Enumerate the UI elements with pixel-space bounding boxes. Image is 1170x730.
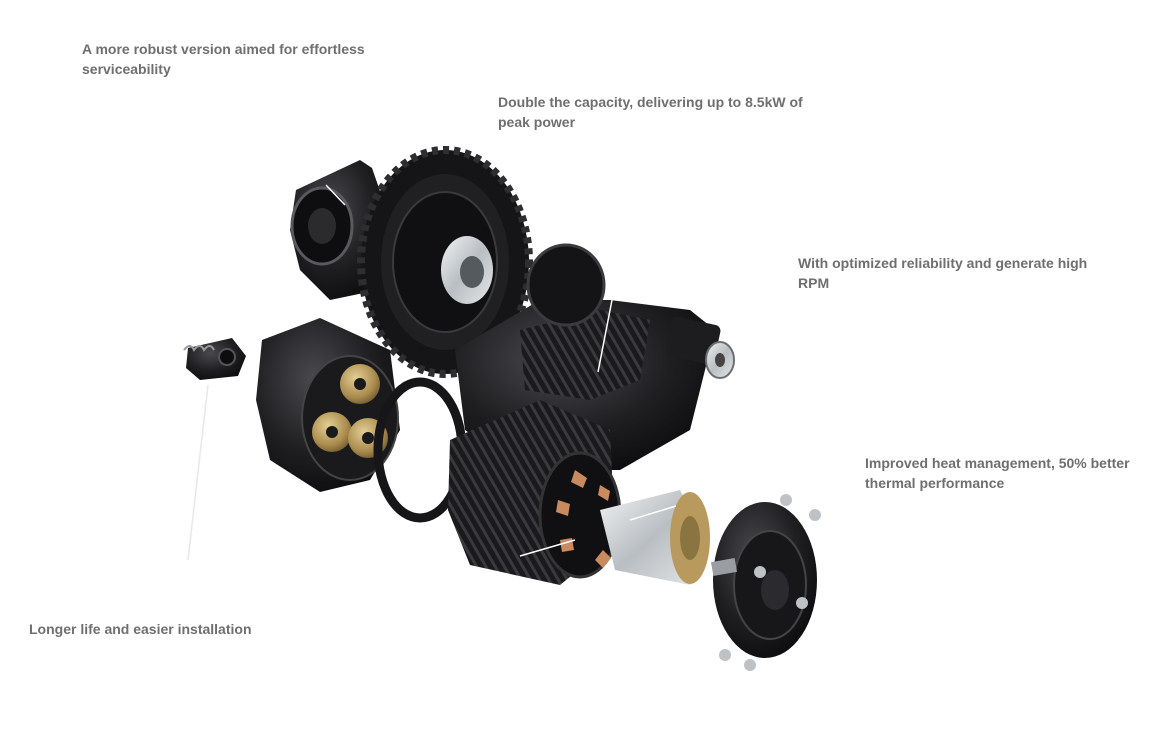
chainring: [357, 146, 533, 378]
callout-serviceability: A more robust version aimed for effortle…: [82, 41, 365, 77]
callout-heat-management: Improved heat management, 50% better the…: [865, 455, 1130, 491]
stator-windings: [556, 470, 611, 568]
callout-installation: Longer life and easier installation: [29, 621, 252, 637]
callout-reliability: With optimized reliability and generate …: [798, 255, 1088, 291]
end-cover-plate: [710, 494, 821, 671]
stator-housing: [448, 400, 622, 585]
callout-capacity: Double the capacity, delivering up to 8.…: [498, 94, 803, 130]
rotor: [600, 490, 710, 585]
output-spline-shaft: [665, 316, 735, 379]
sensor-component: [183, 338, 246, 561]
